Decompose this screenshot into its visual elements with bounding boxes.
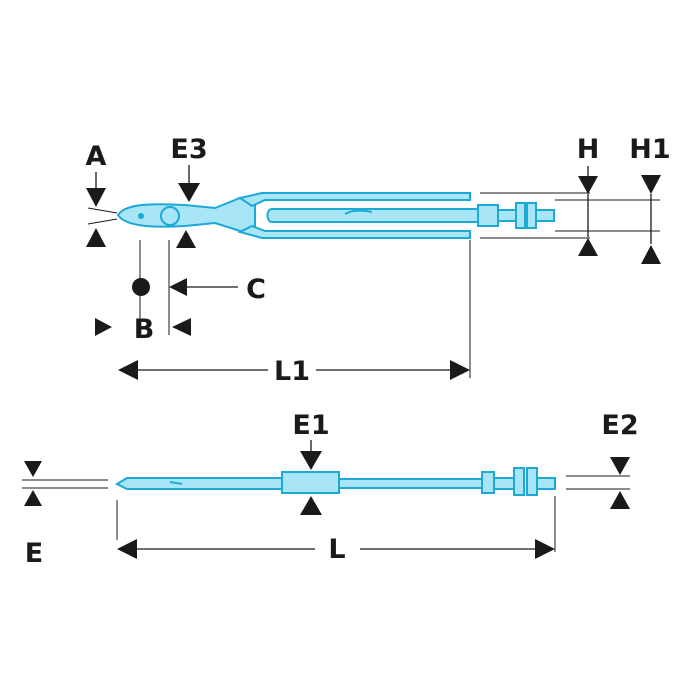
pliers-rod-highlight: [344, 209, 373, 215]
dimension-e3: E3: [170, 134, 208, 248]
pliers-handle-top: [237, 192, 471, 208]
dimension-b: B: [95, 314, 191, 345]
pliers-rod-shaft: [497, 209, 517, 222]
side-nut-2: [526, 467, 538, 496]
dimension-e1: E1: [292, 410, 330, 515]
side-nut-1: [513, 467, 525, 496]
label-l1: L1: [274, 356, 310, 387]
side-pivot-block: [281, 471, 340, 494]
pliers-jaw-head: [116, 196, 256, 233]
tool-side-view: [114, 467, 556, 496]
side-shaft: [493, 477, 515, 490]
pliers-nut-1: [515, 202, 526, 229]
pliers-nut-2: [526, 202, 537, 229]
pliers-rod-collar: [477, 204, 499, 227]
label-a: A: [86, 141, 107, 172]
dimension-e: E: [24, 461, 43, 569]
label-e1: E1: [292, 410, 329, 441]
dimension-a: A: [86, 141, 107, 247]
dimension-l: L: [117, 534, 555, 565]
label-e: E: [25, 538, 43, 569]
label-e2: E2: [601, 410, 638, 441]
pliers-pivot: [160, 206, 180, 226]
pliers-inner-rod: [266, 208, 479, 223]
label-h1: H1: [629, 134, 670, 165]
dimension-c: C: [132, 274, 266, 305]
side-tip: [536, 477, 556, 490]
pliers-rod-tip: [535, 209, 555, 222]
dimension-h: H: [577, 134, 600, 256]
label-e3: E3: [170, 134, 207, 165]
side-extension-lines: [22, 475, 630, 552]
dimension-e2: E2: [601, 410, 639, 509]
label-l: L: [328, 534, 345, 565]
label-c: C: [246, 274, 266, 305]
c-diameter-dot: [132, 278, 150, 296]
label-h: H: [577, 134, 600, 165]
label-b: B: [134, 314, 155, 345]
side-jaw-blade: [114, 477, 283, 490]
dimension-l1: L1: [118, 356, 470, 387]
pliers-handle-bottom: [237, 224, 471, 239]
dimension-h1: H1: [629, 134, 671, 264]
side-collar: [481, 471, 495, 494]
pliers-top-view: [116, 192, 555, 239]
pliers-jaw-dot: [138, 213, 144, 219]
